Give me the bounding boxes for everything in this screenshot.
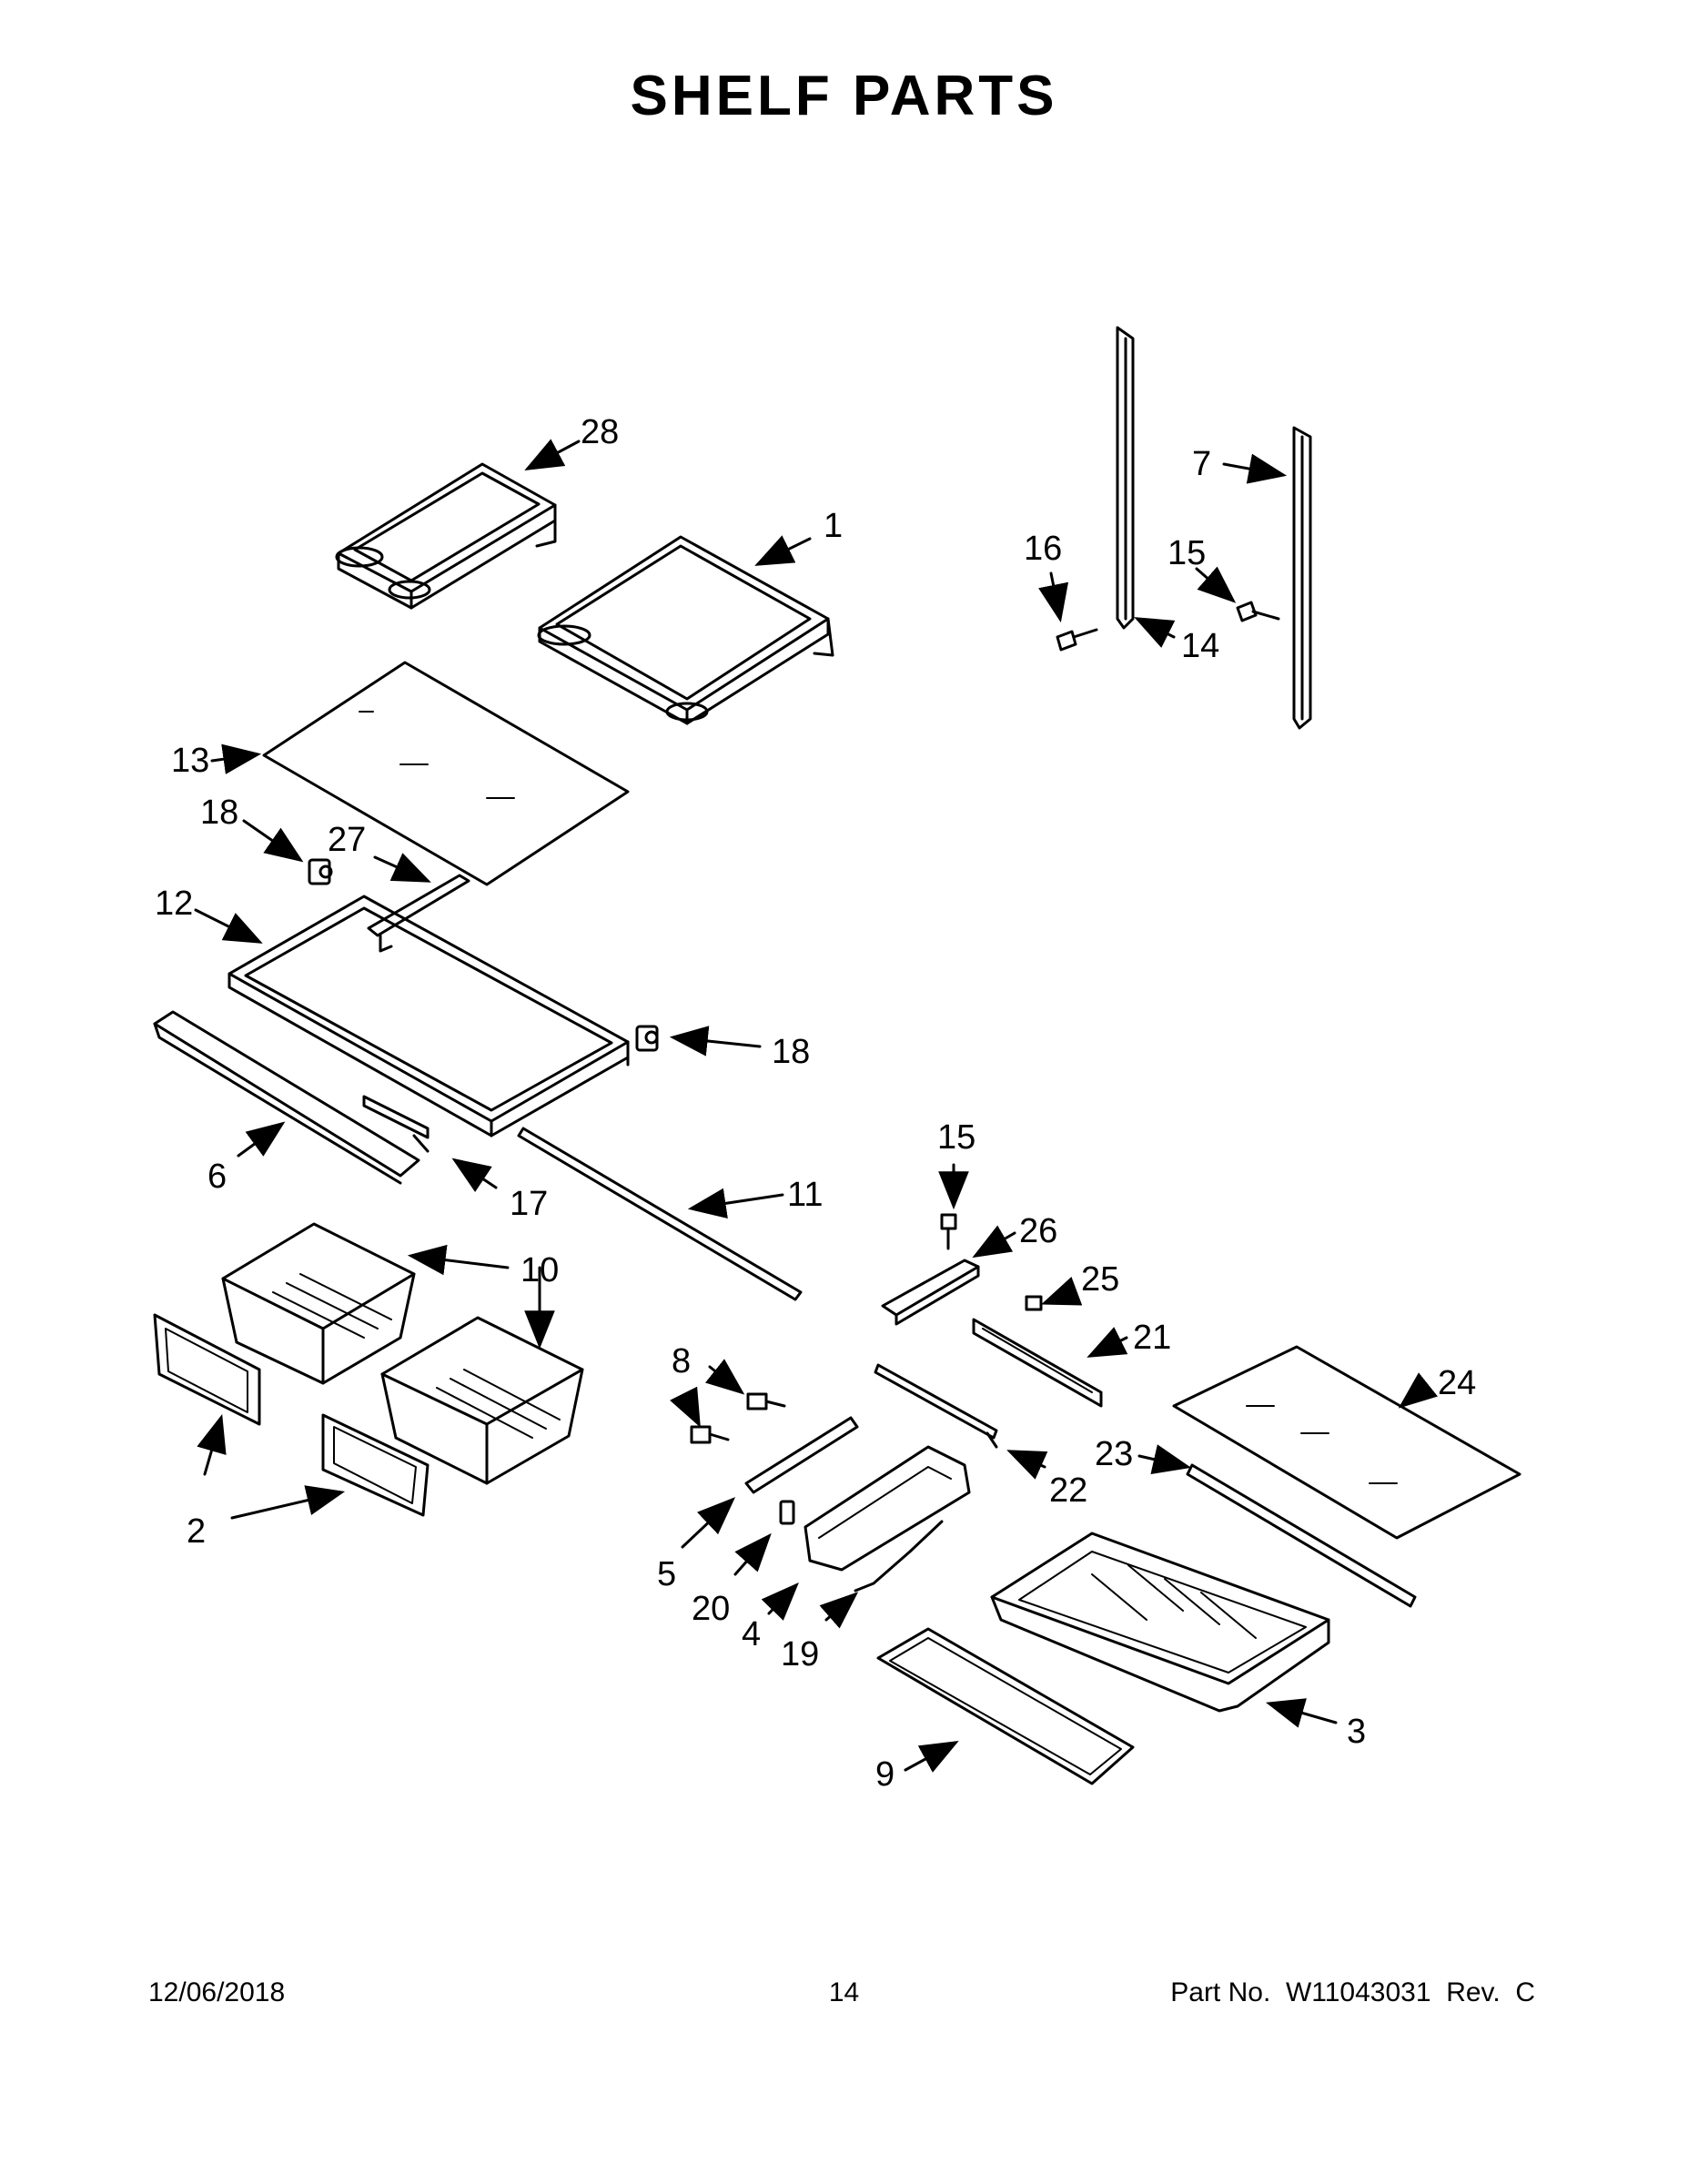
- part-18-clip-left: [308, 858, 333, 885]
- callout-4: 4: [742, 1615, 761, 1653]
- footer-part-number: Part No. W11043031 Rev. C: [1170, 1977, 1535, 2007]
- part-14-shelf-track: [1116, 326, 1135, 630]
- callout-15-lower: 15: [937, 1118, 975, 1157]
- part-18-clip-right: [635, 1025, 659, 1052]
- callout-15: 15: [1167, 534, 1206, 572]
- footer-date: 12/06/2018: [148, 1977, 286, 2007]
- callout-16: 16: [1024, 530, 1062, 568]
- part-4-housing: [804, 1445, 971, 1572]
- callout-6: 6: [207, 1158, 227, 1196]
- callout-1: 1: [824, 507, 843, 545]
- callout-3: 3: [1347, 1713, 1366, 1751]
- part-10-crisper-drawer-left: [221, 1222, 416, 1385]
- part-15-screw-lower: [940, 1213, 957, 1250]
- part-2-drawer-front-right: [321, 1413, 430, 1517]
- part-8-screw-lower: [690, 1425, 730, 1444]
- part-1-shelf-frame: [537, 535, 834, 725]
- footer-page-number: 14: [828, 1977, 860, 2007]
- callout-13: 13: [171, 742, 209, 780]
- part-27-slide: [367, 874, 470, 953]
- callout-21: 21: [1133, 1319, 1171, 1357]
- part-20-clip: [779, 1500, 795, 1525]
- part-9-cover: [876, 1627, 1135, 1785]
- callout-5: 5: [657, 1555, 676, 1593]
- leader-arrows: [194, 439, 1439, 1773]
- callout-23: 23: [1095, 1435, 1133, 1473]
- part-7-rail: [1292, 426, 1312, 730]
- part-26-bracket: [881, 1259, 980, 1326]
- part-19-wire: [854, 1520, 944, 1592]
- part-15-screw-upper: [1236, 601, 1280, 622]
- callout-17: 17: [510, 1185, 548, 1223]
- part-8-screw-upper: [746, 1392, 786, 1410]
- callout-8: 8: [672, 1342, 691, 1380]
- callout-24: 24: [1438, 1364, 1476, 1402]
- part-13-glass-shelf: [262, 661, 630, 886]
- part-12-sliding-frame: [227, 895, 630, 1138]
- callout-26: 26: [1019, 1212, 1057, 1250]
- page-title: SHELF PARTS: [630, 65, 1058, 127]
- callout-28: 28: [581, 413, 619, 451]
- part-11-rod: [517, 1127, 803, 1301]
- part-22-rail: [874, 1363, 998, 1449]
- callout-11: 11: [787, 1176, 823, 1214]
- callout-22: 22: [1049, 1471, 1087, 1510]
- part-23-rod: [1186, 1463, 1417, 1608]
- callout-9: 9: [875, 1755, 895, 1794]
- part-2-drawer-front-left: [153, 1313, 261, 1426]
- part-28-shelf-frame: [335, 462, 557, 610]
- part-24-glass-shelf: [1172, 1345, 1521, 1540]
- part-17-bracket: [362, 1095, 430, 1153]
- callout-20: 20: [692, 1590, 730, 1628]
- callout-18-lower: 18: [772, 1033, 810, 1071]
- callout-14: 14: [1181, 627, 1219, 665]
- callout-25: 25: [1081, 1260, 1119, 1299]
- part-3-pan: [990, 1532, 1330, 1713]
- callout-12: 12: [155, 885, 193, 923]
- part-5-rail: [744, 1416, 859, 1494]
- callout-10: 10: [521, 1251, 559, 1289]
- part-25-clip: [1025, 1295, 1043, 1311]
- part-10-crisper-drawer-right: [380, 1316, 584, 1485]
- callout-2: 2: [187, 1512, 206, 1551]
- part-6-trim: [153, 1010, 420, 1185]
- part-16-screw: [1056, 628, 1098, 652]
- callout-18: 18: [200, 794, 238, 832]
- callout-19: 19: [781, 1635, 819, 1673]
- part-21-slide-rail: [972, 1318, 1103, 1408]
- callout-7: 7: [1192, 445, 1211, 483]
- callout-27: 27: [328, 821, 366, 859]
